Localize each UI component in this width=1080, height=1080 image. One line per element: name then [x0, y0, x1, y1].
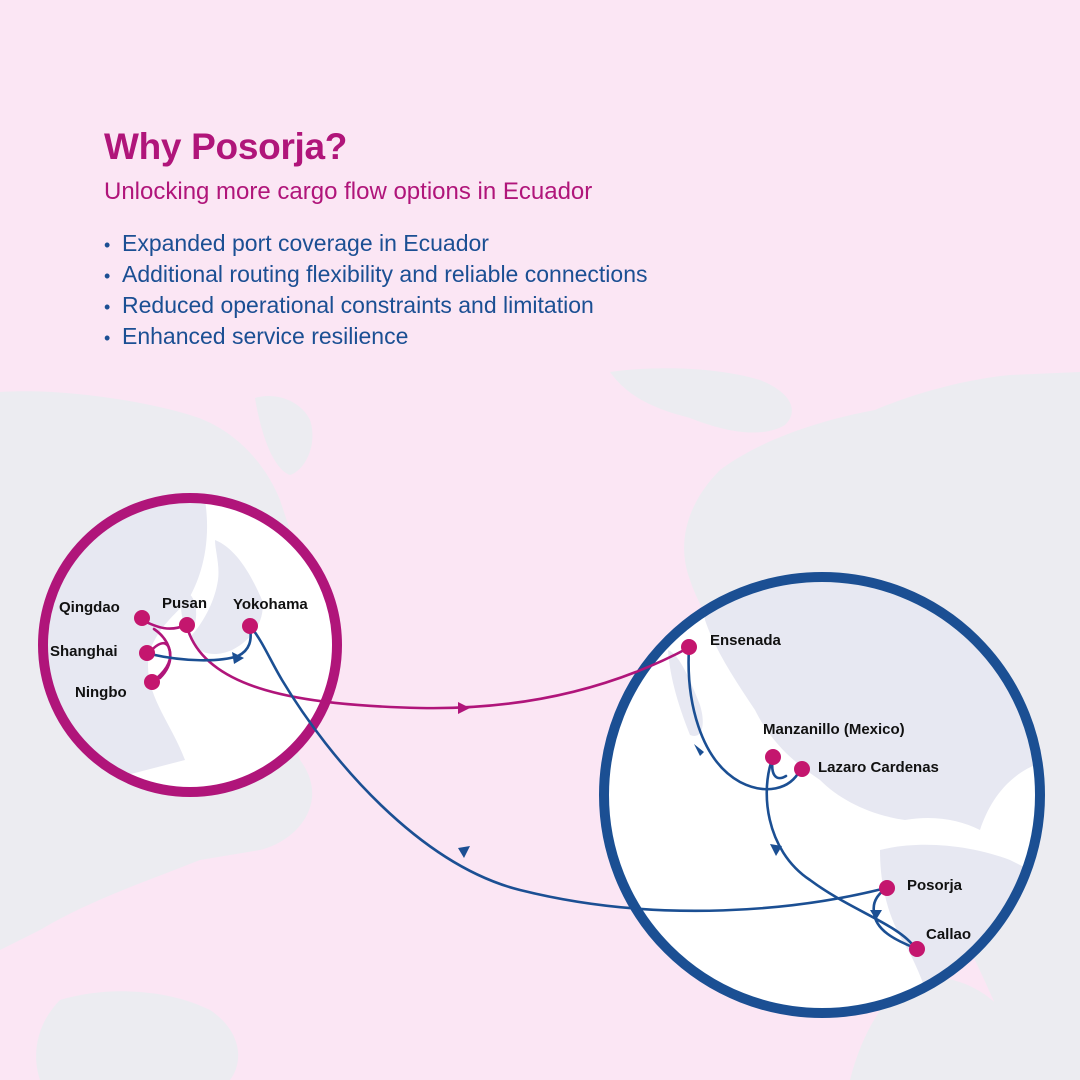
port-label-manzanillo: Manzanillo (Mexico) — [763, 721, 905, 738]
route-arrow-ensenada — [694, 744, 704, 756]
port-label-shanghai: Shanghai — [50, 643, 118, 660]
port-label-ensenada: Ensenada — [710, 632, 782, 649]
benefit-text: Additional routing flexibility and relia… — [122, 261, 648, 287]
port-label-callao: Callao — [926, 926, 971, 943]
americas-inset-ring — [599, 572, 1045, 1018]
port-marker-ningbo — [144, 674, 160, 690]
route-posorja-to-yokohama — [248, 624, 888, 913]
page-title: Why Posorja? — [104, 126, 348, 167]
asia-inset-ring — [38, 493, 342, 797]
port-label-yokohama: Yokohama — [233, 596, 308, 613]
benefit-list: • Expanded port coverage in Ecuador • Addi… — [104, 228, 648, 352]
land-kamchatka — [255, 396, 313, 475]
port-marker-qingdao — [134, 610, 150, 626]
route-arrow-lazaro — [770, 844, 782, 856]
benefit-item: • Enhanced service resilience — [104, 321, 648, 352]
route-ningbo-branch — [152, 627, 172, 680]
port-marker-lazaro — [794, 761, 810, 777]
port-marker-callao — [909, 941, 925, 957]
route-arrow-yokohama — [232, 652, 244, 664]
port-label-qingdao: Qingdao — [59, 599, 120, 616]
benefit-text: Expanded port coverage in Ecuador — [122, 230, 489, 256]
page-subtitle: Unlocking more cargo flow options in Ecu… — [104, 178, 593, 205]
route-lazaro-to-posorja — [765, 755, 917, 950]
benefit-item: • Expanded port coverage in Ecuador — [104, 228, 648, 259]
route-arrow-eastbound — [458, 702, 470, 714]
land-australia — [36, 991, 239, 1080]
port-label-posorja: Posorja — [907, 877, 963, 894]
port-marker-manzanillo — [765, 749, 781, 765]
port-label-ningbo: Ningbo — [75, 684, 127, 701]
land-alaska — [610, 368, 792, 433]
route-arrow-westbound — [458, 846, 470, 858]
port-marker-shanghai — [139, 645, 155, 661]
inset-china-coast — [43, 500, 208, 792]
port-marker-pusan — [179, 617, 195, 633]
port-label-lazaro: Lazaro Cardenas — [818, 759, 939, 776]
bullet-icon: • — [104, 328, 111, 348]
benefit-item: • Additional routing flexibility and reli… — [104, 259, 648, 290]
port-marker-ensenada — [681, 639, 697, 655]
route-ensenada-to-manzanillo — [687, 646, 802, 791]
benefit-text: Enhanced service resilience — [122, 323, 409, 349]
port-marker-posorja — [879, 880, 895, 896]
inset-usa-mexico — [700, 577, 1040, 830]
benefit-text: Reduced operational constraints and limi… — [122, 292, 594, 318]
bullet-icon: • — [104, 235, 111, 255]
bullet-icon: • — [104, 297, 111, 317]
port-label-pusan: Pusan — [162, 595, 207, 612]
benefit-item: • Reduced operational constraints and lim… — [104, 290, 648, 321]
route-pusan-to-ensenada — [185, 625, 692, 710]
bullet-icon: • — [104, 266, 111, 286]
route-arrow-posorja — [870, 910, 882, 920]
port-marker-yokohama — [242, 618, 258, 634]
